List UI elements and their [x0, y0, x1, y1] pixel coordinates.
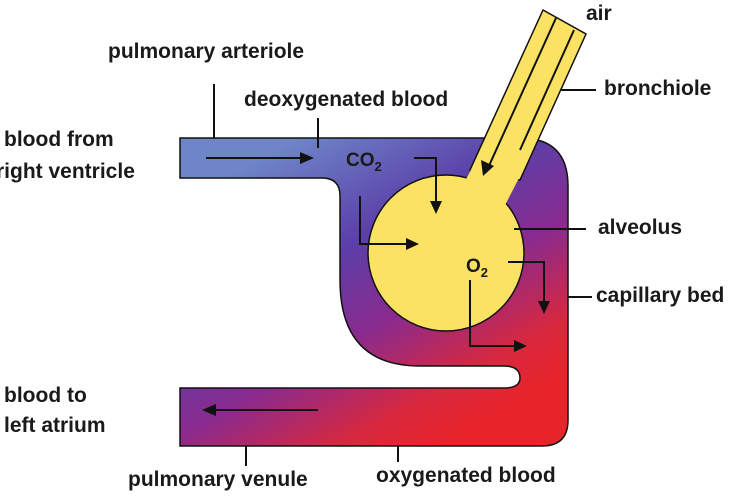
o2-formula: O2: [466, 256, 488, 280]
label-oxygenated-blood: oxygenated blood: [376, 464, 556, 487]
blood-flow-arrows: [202, 152, 318, 416]
air-flow-arrows: [481, 17, 575, 176]
label-bronchiole: bronchiole: [604, 77, 711, 100]
label-blood-from-line1: blood from: [4, 128, 114, 151]
label-deoxygenated-blood: deoxygenated blood: [244, 88, 448, 111]
label-alveolus: alveolus: [598, 216, 682, 239]
bronchiole-tube: [468, 8, 587, 181]
label-pulmonary-arteriole: pulmonary arteriole: [108, 40, 304, 63]
co2-formula: CO2: [346, 150, 382, 174]
label-air: air: [586, 2, 612, 25]
label-capillary-bed: capillary bed: [596, 284, 724, 307]
co2-diffusion-arrows: [359, 157, 442, 250]
label-blood-from-line2: right ventricle: [0, 160, 135, 183]
alveolus-sac: [367, 174, 525, 332]
o2-diffusion-arrows: [469, 261, 550, 352]
leader-lines: [213, 84, 596, 466]
label-blood-to-line1: blood to: [4, 384, 87, 407]
label-pulmonary-venule: pulmonary venule: [128, 468, 308, 491]
label-blood-to-line2: left atrium: [4, 414, 106, 437]
